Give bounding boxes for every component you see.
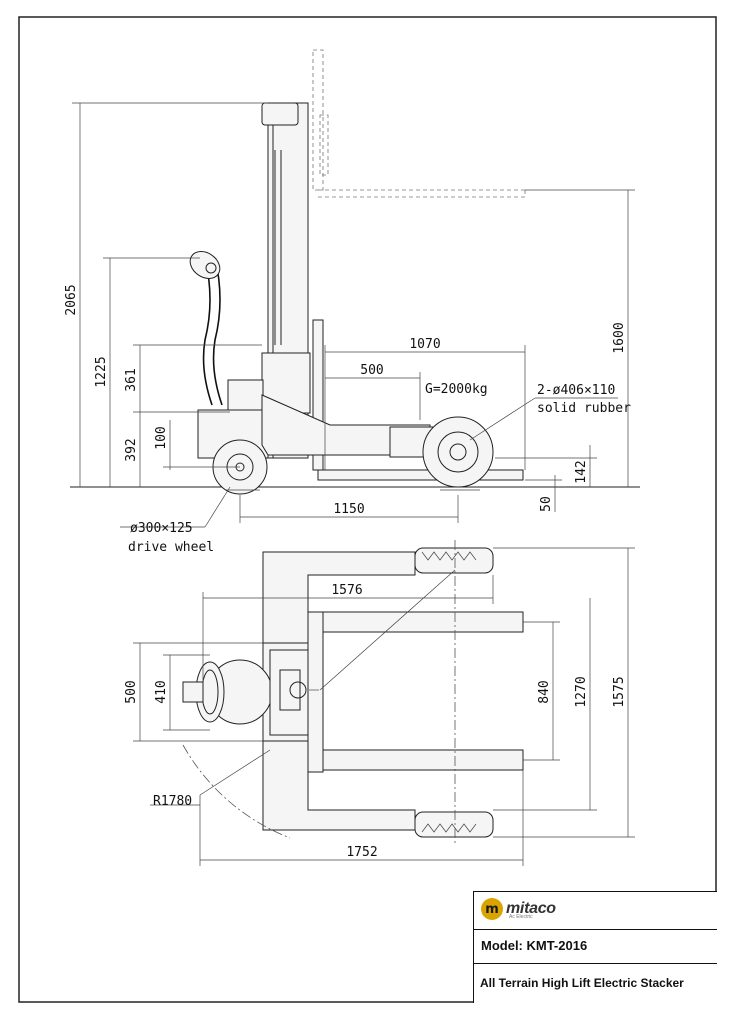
title-block-logo-row: m mitaco Ac Electric — [474, 892, 717, 930]
top-view: 1576 500 410 840 1270 1575 R1780 1752 — [124, 540, 635, 866]
brand-logo: m mitaco — [481, 898, 556, 920]
drive-wheel-spec: ø300×125 — [130, 521, 193, 536]
logo-mark-icon: m — [481, 898, 503, 920]
side-view: 2065 1225 361 392 100 1600 142 50 1070 — [64, 49, 640, 555]
dim-1600: 1600 — [612, 322, 627, 353]
front-wheel-type: solid rubber — [537, 401, 631, 416]
brand-name: mitaco — [506, 900, 556, 917]
dim-1225: 1225 — [94, 356, 109, 387]
dim-142: 142 — [574, 460, 589, 483]
dim-840: 840 — [537, 680, 552, 703]
dim-2065: 2065 — [64, 284, 79, 315]
sheet-border — [18, 16, 717, 1003]
front-wheel-spec: 2-ø406×110 — [537, 383, 615, 398]
dim-1270: 1270 — [574, 676, 589, 707]
dim-1576: 1576 — [331, 583, 362, 598]
title-block: m mitaco Ac Electric Model: KMT-2016 All… — [473, 891, 717, 1003]
brand-subtitle: Ac Electric — [509, 914, 533, 920]
dim-361: 361 — [124, 368, 139, 391]
dim-500-width: 500 — [124, 680, 139, 703]
drive-wheel-type: drive wheel — [128, 540, 214, 555]
dim-1752: 1752 — [346, 845, 377, 860]
load-capacity-label: G=2000kg — [425, 382, 488, 397]
dim-100: 100 — [154, 426, 169, 449]
dim-1070: 1070 — [409, 337, 440, 352]
title-block-model-row: Model: KMT-2016 — [474, 930, 717, 964]
dim-500-load-center: 500 — [360, 363, 383, 378]
model-label: Model: KMT-2016 — [481, 938, 588, 953]
dim-50: 50 — [539, 496, 554, 512]
dim-410: 410 — [154, 680, 169, 703]
product-description: All Terrain High Lift Electric Stacker — [480, 976, 684, 990]
dim-r1780: R1780 — [153, 794, 192, 809]
title-block-description-row: All Terrain High Lift Electric Stacker — [474, 964, 717, 1003]
dim-392: 392 — [124, 438, 139, 461]
dim-1575: 1575 — [612, 676, 627, 707]
dim-1150: 1150 — [333, 502, 364, 517]
